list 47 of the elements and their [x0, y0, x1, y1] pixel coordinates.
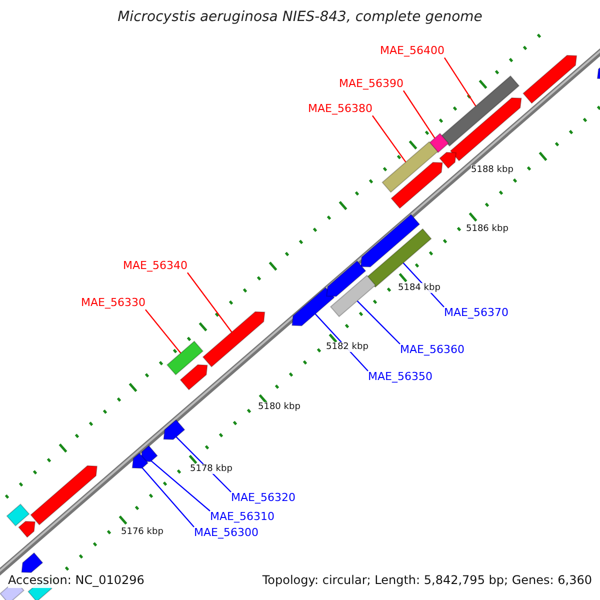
gene-block	[330, 274, 376, 318]
gene-block	[439, 152, 457, 169]
gene-label: MAE_56340	[123, 260, 188, 273]
gene-label: MAE_56300	[194, 527, 258, 540]
tick-label: 5186 kbp	[466, 224, 508, 234]
tick-label: 5184 kbp	[398, 283, 440, 294]
tick-label: 5188 kbp	[471, 165, 514, 176]
gene-block	[180, 364, 208, 390]
gene-label: MAE_56350	[368, 371, 432, 384]
genome-summary-text: Topology: circular; Length: 5,842,795 bp; Genes: 6,360	[262, 574, 592, 588]
gene-block	[18, 520, 36, 538]
gene-block	[202, 311, 266, 368]
gene-block	[6, 504, 30, 526]
gene-block	[450, 97, 522, 162]
leader-line	[142, 468, 194, 528]
gene-label: MAE_56390	[339, 78, 404, 91]
tick-label: 5176 kbp	[121, 527, 164, 538]
gene-label: MAE_56370	[444, 307, 508, 320]
leader-line	[402, 90, 436, 138]
tick-label: 5178 kbp	[190, 464, 232, 474]
gene-block	[326, 260, 366, 297]
gene-block	[30, 465, 98, 526]
gene-block	[132, 452, 149, 469]
gene-block	[522, 54, 578, 104]
gene-block	[440, 75, 520, 147]
gene-block	[360, 214, 420, 268]
tick-label: 5180 kbp	[258, 402, 300, 412]
gene-label: MAE_56310	[210, 511, 274, 524]
gene-block	[166, 340, 204, 376]
leader-line	[186, 272, 232, 332]
gene-block	[163, 419, 186, 440]
gene-label: MAE_56380	[308, 103, 372, 116]
gene-label: MAE_56330	[81, 297, 146, 310]
leader-line	[372, 115, 406, 162]
gene-label: MAE_56400	[380, 45, 444, 58]
title: Microcystis aeruginosa NIES-843, complete genome	[116, 9, 484, 26]
gene-block	[382, 141, 438, 193]
gene-block	[428, 132, 450, 154]
gene-block	[390, 162, 443, 209]
leader-line	[444, 57, 476, 106]
tick-label: 5182 kbp	[326, 342, 368, 352]
leader-line	[150, 460, 210, 512]
gene-block	[292, 287, 335, 326]
accession-text: Accession: NC_010296	[8, 574, 144, 588]
gene-label: MAE_56360	[400, 344, 464, 357]
gene-label: MAE_56320	[231, 492, 296, 505]
leader-line	[145, 309, 182, 354]
